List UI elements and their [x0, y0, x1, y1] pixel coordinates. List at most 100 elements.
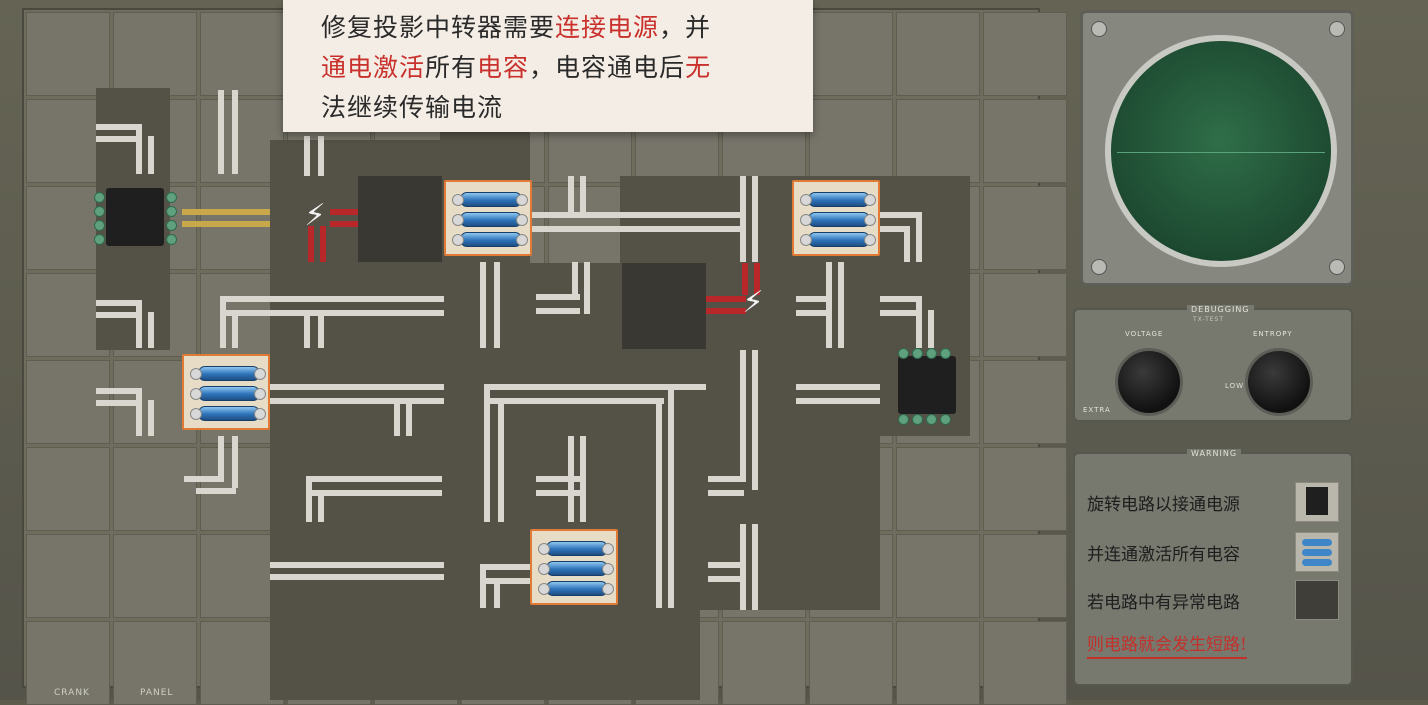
- circuit-wire[interactable]: [232, 436, 238, 488]
- power-source-chip[interactable]: [92, 180, 178, 254]
- circuit-wire[interactable]: [484, 398, 664, 404]
- circuit-wire[interactable]: [530, 226, 746, 232]
- circuit-wire[interactable]: [796, 384, 880, 390]
- circuit-wire[interactable]: [740, 176, 746, 262]
- section-label: DEBUGGING: [1187, 305, 1254, 314]
- circuit-wire[interactable]: [96, 124, 136, 130]
- circuit-wire[interactable]: [484, 384, 490, 522]
- circuit-wire[interactable]: [916, 212, 922, 262]
- circuit-wire[interactable]: [394, 398, 400, 436]
- circuit-wire[interactable]: [270, 398, 444, 404]
- circuit-wire[interactable]: [708, 576, 744, 582]
- circuit-wire[interactable]: [670, 384, 706, 390]
- circuit-wire[interactable]: [916, 296, 922, 348]
- circuit-wire[interactable]: [530, 212, 746, 218]
- circuit-wire[interactable]: [318, 310, 324, 348]
- circuit-wire[interactable]: [568, 436, 574, 522]
- circuit-wire[interactable]: [796, 310, 832, 316]
- circuit-wire[interactable]: [826, 262, 832, 348]
- circuit-wire[interactable]: [584, 262, 590, 314]
- power-wire: [182, 209, 270, 215]
- circuit-wire[interactable]: [196, 488, 236, 494]
- circuit-wire[interactable]: [880, 226, 904, 232]
- circuit-wire[interactable]: [752, 524, 758, 610]
- circuit-wire[interactable]: [796, 296, 832, 302]
- circuit-wire[interactable]: [306, 476, 312, 522]
- circuit-wire[interactable]: [304, 136, 310, 176]
- circuit-wire[interactable]: [572, 262, 578, 300]
- circuit-wire[interactable]: [148, 400, 154, 436]
- circuit-wire[interactable]: [136, 300, 142, 348]
- circuit-wire[interactable]: [96, 300, 136, 306]
- circuit-wire[interactable]: [494, 578, 500, 608]
- circuit-wire[interactable]: [568, 176, 574, 216]
- circuit-wire[interactable]: [838, 262, 844, 348]
- circuit-wire[interactable]: [318, 490, 324, 522]
- circuit-wire[interactable]: [880, 212, 916, 218]
- short-wire: [706, 296, 746, 302]
- circuit-wire[interactable]: [708, 490, 744, 496]
- circuit-wire[interactable]: [220, 296, 444, 302]
- entropy-knob[interactable]: [1245, 348, 1313, 416]
- circuit-wire[interactable]: [656, 398, 662, 608]
- circuit-wire[interactable]: [536, 490, 580, 496]
- circuit-wire[interactable]: [306, 490, 442, 496]
- floor-tile: [113, 12, 197, 96]
- circuit-wire[interactable]: [796, 398, 880, 404]
- hint-line-3: 法继续传输电流: [321, 93, 504, 122]
- circuit-wire[interactable]: [318, 136, 324, 176]
- hint-line-1: 修复投影中转器需要连接电源，并: [321, 13, 712, 42]
- capacitor[interactable]: [792, 180, 880, 256]
- bottom-label-crank: CRANK: [54, 688, 90, 698]
- circuit-wire[interactable]: [148, 136, 154, 174]
- circuit-wire[interactable]: [880, 310, 916, 316]
- circuit-wire[interactable]: [96, 312, 136, 318]
- circuit-wire[interactable]: [306, 476, 442, 482]
- capacitor[interactable]: [444, 180, 532, 256]
- circuit-wire[interactable]: [270, 562, 444, 568]
- circuit-wire[interactable]: [270, 384, 444, 390]
- voltage-knob[interactable]: [1115, 348, 1183, 416]
- circuit-wire[interactable]: [480, 262, 486, 348]
- circuit-wire[interactable]: [928, 310, 934, 348]
- circuit-wire[interactable]: [232, 90, 238, 174]
- circuit-wire[interactable]: [484, 384, 706, 390]
- capacitor[interactable]: [530, 529, 618, 605]
- circuit-wire[interactable]: [218, 436, 224, 482]
- circuit-wire[interactable]: [498, 398, 504, 522]
- power-source-chip[interactable]: [884, 348, 970, 425]
- circuit-wire[interactable]: [480, 564, 486, 608]
- circuit-wire[interactable]: [96, 136, 136, 142]
- circuit-wire[interactable]: [740, 350, 746, 482]
- circuit-wire[interactable]: [536, 308, 580, 314]
- circuit-wire[interactable]: [96, 388, 136, 394]
- circuit-wire[interactable]: [220, 296, 226, 348]
- circuit-wire[interactable]: [536, 294, 580, 300]
- circuit-wire[interactable]: [668, 384, 674, 608]
- circuit-wire[interactable]: [218, 90, 224, 174]
- circuit-wire[interactable]: [406, 398, 412, 436]
- circuit-wire[interactable]: [184, 476, 224, 482]
- circuit-wire[interactable]: [232, 310, 238, 348]
- circuit-wire[interactable]: [494, 262, 500, 348]
- capacitor[interactable]: [182, 354, 270, 430]
- circuit-wire[interactable]: [580, 176, 586, 216]
- circuit-wire[interactable]: [580, 436, 586, 522]
- circuit-wire[interactable]: [904, 226, 910, 262]
- circuit-wire[interactable]: [270, 574, 444, 580]
- circuit-wire[interactable]: [136, 124, 142, 174]
- circuit-wire[interactable]: [752, 176, 758, 262]
- circuit-wire[interactable]: [220, 310, 444, 316]
- circuit-wire[interactable]: [96, 400, 136, 406]
- circuit-wire[interactable]: [708, 562, 744, 568]
- circuit-wire[interactable]: [752, 350, 758, 490]
- circuit-wire[interactable]: [708, 476, 744, 482]
- circuit-wire[interactable]: [304, 310, 310, 348]
- circuit-wire[interactable]: [480, 578, 530, 584]
- circuit-wire[interactable]: [740, 524, 746, 610]
- circuit-wire[interactable]: [480, 564, 530, 570]
- circuit-wire[interactable]: [880, 296, 916, 302]
- circuit-wire[interactable]: [136, 388, 142, 436]
- circuit-wire[interactable]: [536, 476, 580, 482]
- circuit-wire[interactable]: [148, 312, 154, 348]
